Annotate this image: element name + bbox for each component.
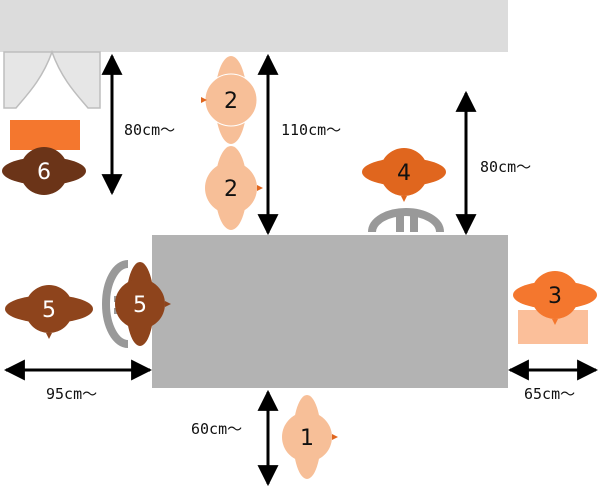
person-2b: 2 — [205, 146, 263, 230]
dim-left-clearance: 80cm～ — [124, 121, 175, 139]
person-3: 3 — [513, 271, 597, 325]
person-number: 2 — [224, 177, 238, 202]
person-number: 3 — [548, 284, 562, 309]
person-6: 6 — [2, 141, 86, 195]
person-4: 4 — [362, 148, 446, 202]
dim-left-side: 95cm～ — [46, 385, 97, 403]
top-wall — [0, 0, 508, 52]
dim-center-clearance: 110cm～ — [281, 121, 341, 139]
person-number: 6 — [37, 160, 51, 185]
person-5b: 5 — [115, 262, 171, 346]
person-1: 1 — [282, 395, 338, 479]
person-number: 5 — [42, 298, 56, 323]
dim-bottom: 60cm～ — [191, 420, 242, 438]
dim-right-clearance: 80cm～ — [480, 158, 531, 176]
curtain-icon — [3, 49, 101, 109]
dim-right-side: 65cm～ — [524, 385, 575, 403]
person-number: 4 — [397, 161, 411, 186]
person-number: 5 — [133, 293, 147, 318]
person-5a: 5 — [5, 285, 93, 339]
table — [152, 235, 508, 388]
person-2a: 2 — [201, 56, 258, 144]
person-number: 2 — [224, 89, 238, 114]
wheelchair-icon — [368, 208, 444, 233]
person-number: 1 — [300, 426, 314, 451]
